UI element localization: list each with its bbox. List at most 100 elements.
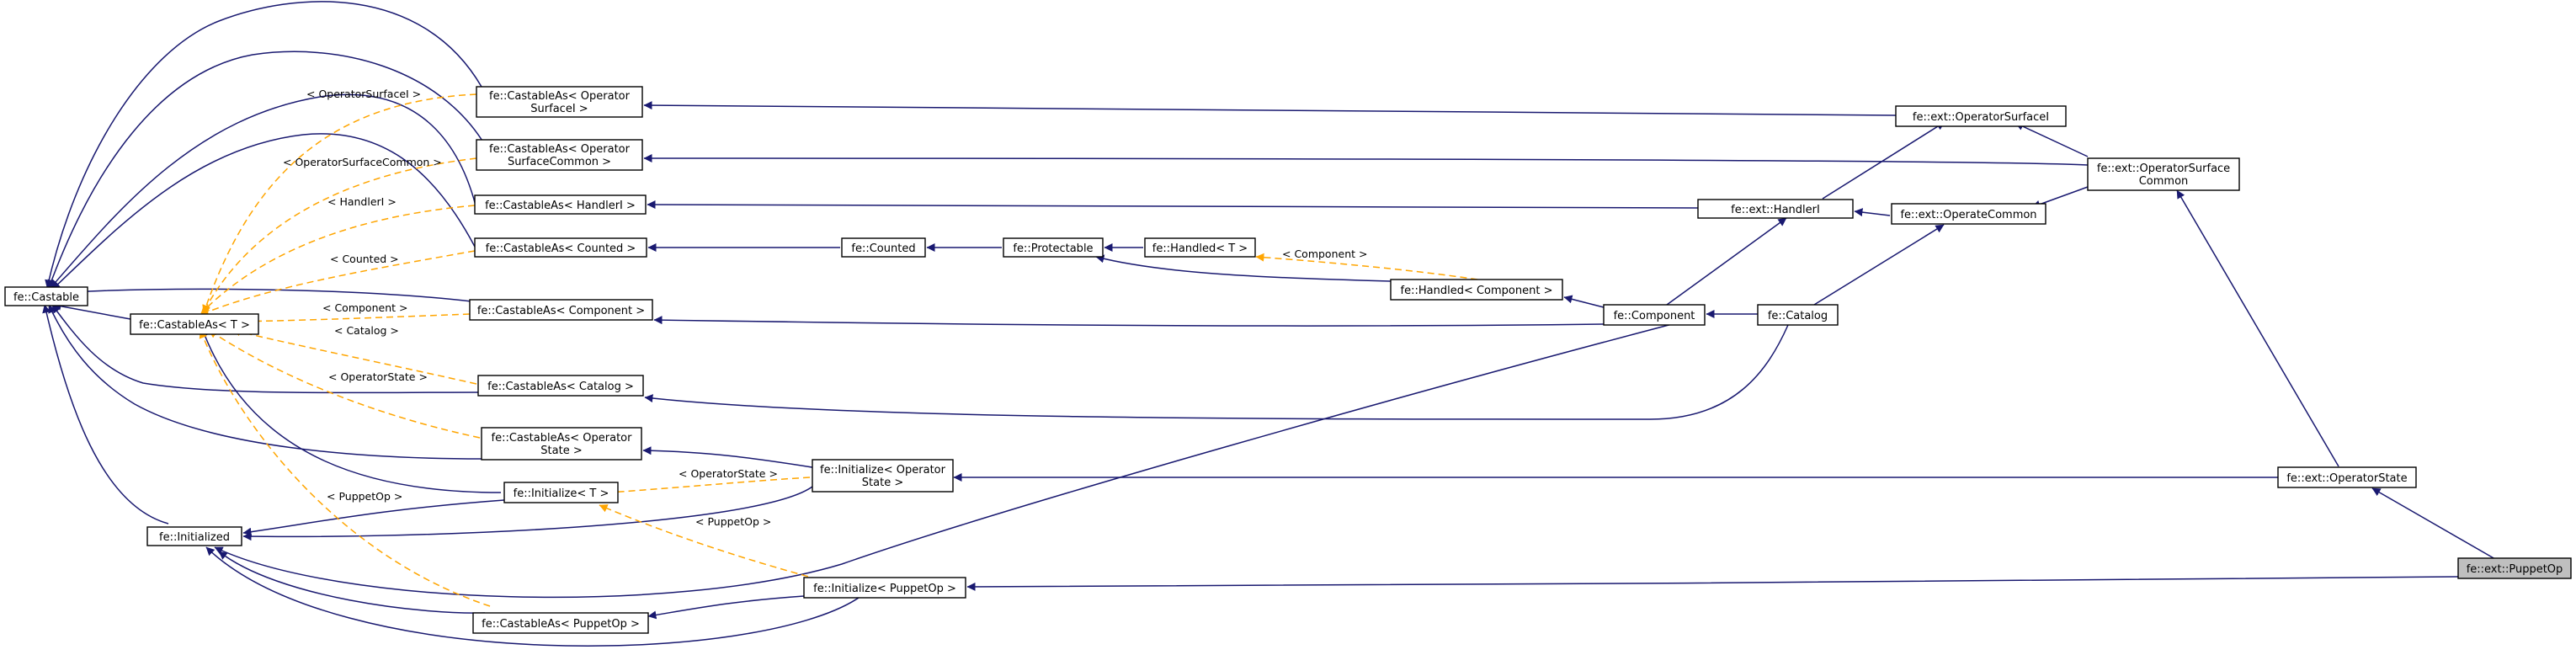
node-castableas-t[interactable]: fe::CastableAs< T > (130, 313, 259, 335)
node-ext-operatorstate[interactable]: fe::ext::OperatorState (2277, 466, 2417, 488)
edge-init-puppetop-to-ca-puppetop (647, 595, 805, 620)
node-component[interactable]: fe::Component (1603, 304, 1706, 326)
node-label-line1: fe::CastableAs< Operator (489, 143, 631, 156)
edge-init-t-to-castableas-t (200, 328, 502, 493)
edge-handled-component-from-handled-t (1255, 253, 1489, 282)
edge-ca-handleri-from-castableas-t (200, 205, 476, 314)
edge-init-opstate-to-ca-opstate (642, 446, 813, 468)
edge-handleri-to-ca-handleri (647, 200, 1699, 210)
edge-opstate-to-opsurfacecommon (2176, 189, 2339, 467)
edge-ca-opsurfacecommon-from-castableas-t (202, 157, 477, 314)
node-label-line1: fe::CastableAs< Operator (489, 90, 631, 103)
node-castableas-component[interactable]: fe::CastableAs< Component > (469, 299, 653, 321)
node-castableas-catalog[interactable]: fe::CastableAs< Catalog > (477, 375, 644, 397)
edge-component-to-handleri (1666, 217, 1787, 306)
node-label: fe::Castable (13, 291, 79, 304)
node-protectable[interactable]: fe::Protectable (1003, 237, 1104, 258)
edge-ca-opsurfacei-from-castableas-t (202, 93, 477, 314)
edge-puppetop-to-init-puppetop (966, 576, 2459, 591)
node-label: fe::ext::OperatorSurfaceI (1913, 111, 2049, 124)
edge-label-puppetop-init: < PuppetOp > (695, 515, 771, 528)
node-castableas-operatorsurfacecommon[interactable]: fe::CastableAs< Operator SurfaceCommon > (476, 139, 643, 171)
node-label: fe::CastableAs< Catalog > (487, 381, 634, 393)
node-label: fe::Initialized (159, 531, 230, 544)
node-castableas-handleri[interactable]: fe::CastableAs< HandlerI > (474, 194, 647, 215)
edge-ca-opstate-to-castable (48, 304, 482, 460)
edge-operatecommon-to-handleri (1854, 208, 1891, 217)
node-castableas-puppetop[interactable]: fe::CastableAs< PuppetOp > (472, 612, 649, 634)
edge-component-to-handled-component (1563, 295, 1605, 308)
node-initialize-t[interactable]: fe::Initialize< T > (503, 482, 619, 503)
node-label: fe::CastableAs< PuppetOp > (482, 618, 640, 631)
node-ext-operatecommon[interactable]: fe::ext::OperateCommon (1891, 203, 2046, 225)
edge-label-opstate-ca: < OperatorState > (328, 370, 428, 383)
edge-ca-catalog-from-castableas-t (232, 328, 477, 385)
edge-label-puppetop-ca: < PuppetOp > (327, 490, 402, 503)
edge-ca-opstate-from-castableas-t (208, 329, 481, 439)
node-label: fe::Counted (851, 242, 915, 255)
node-ext-operatorsurfacecommon[interactable]: fe::ext::OperatorSurface Common (2087, 157, 2240, 191)
node-castableas-operatorstate[interactable]: fe::CastableAs< Operator State > (481, 427, 642, 461)
node-label: fe::Catalog (1768, 310, 1828, 322)
edge-init-puppetop-to-initialized (205, 546, 860, 647)
node-initialize-puppetop[interactable]: fe::Initialize< PuppetOp > (803, 577, 966, 599)
node-label: fe::ext::OperateCommon (1900, 209, 2036, 221)
edge-opsurfacecommon-to-opsurfacei (2014, 122, 2089, 157)
node-label: fe::CastableAs< Component > (477, 305, 645, 317)
node-handled-component[interactable]: fe::Handled< Component > (1390, 279, 1563, 301)
edge-opsurfacei-to-ca-opsurfacei (643, 101, 1897, 116)
node-label: fe::CastableAs< Counted > (486, 242, 636, 255)
node-label-line2: State > (540, 445, 582, 457)
edge-component-to-initialized (214, 322, 1676, 599)
edge-label-handleri: < HandlerI > (327, 195, 397, 208)
node-castableas-operatorsurfacei[interactable]: fe::CastableAs< Operator SurfaceI > (476, 86, 643, 118)
node-label: fe::CastableAs< HandlerI > (485, 200, 636, 212)
node-label-line2: SurfaceCommon > (508, 156, 611, 168)
edge-label-opsurfacei: < OperatorSurfaceI > (306, 88, 421, 100)
edge-ca-handleri-to-castable (50, 93, 476, 289)
node-label-line2: Common (2139, 175, 2189, 188)
node-label-line2: State > (862, 477, 903, 489)
node-label: fe::ext::OperatorState (2286, 472, 2407, 485)
edge-component-to-ca-component (653, 316, 1605, 327)
edge-ca-component-to-castable (55, 288, 472, 302)
node-label-line1: fe::ext::OperatorSurface (2097, 162, 2230, 175)
node-counted[interactable]: fe::Counted (841, 237, 926, 258)
node-initialized[interactable]: fe::Initialized (146, 526, 242, 546)
edge-ca-puppetop-to-initialized (218, 551, 486, 614)
node-castableas-counted[interactable]: fe::CastableAs< Counted > (474, 237, 647, 258)
node-label: fe::Initialize< T > (514, 487, 609, 500)
edge-ca-opsurfacei-to-castable (45, 1, 482, 289)
node-label: fe::Initialize< PuppetOp > (813, 583, 956, 595)
node-label: fe::ext::PuppetOp (2467, 563, 2563, 576)
node-initialize-operatorstate[interactable]: fe::Initialize< Operator State > (812, 459, 954, 493)
node-label: fe::CastableAs< T > (139, 319, 250, 332)
edge-label-component: < Component > (322, 301, 407, 314)
edge-handled-component-to-protectable (1095, 254, 1392, 282)
edge-label-counted: < Counted > (330, 253, 399, 265)
node-castable[interactable]: fe::Castable (4, 286, 88, 306)
edge-handleri-to-opsurfacei (1822, 121, 1945, 200)
node-ext-puppetop[interactable]: fe::ext::PuppetOp (2457, 557, 2572, 579)
node-catalog[interactable]: fe::Catalog (1757, 304, 1839, 326)
node-label: fe::Handled< T > (1152, 242, 1248, 255)
edge-castableas-t-to-castable (52, 301, 131, 320)
node-handled-t[interactable]: fe::Handled< T > (1144, 237, 1256, 258)
node-ext-handleri[interactable]: fe::ext::HandlerI (1697, 199, 1854, 219)
edge-ca-catalog-to-castable (51, 304, 479, 394)
node-label-line2: SurfaceI > (530, 103, 588, 115)
edge-init-opstate-to-initialized (242, 486, 813, 541)
node-label: fe::ext::HandlerI (1731, 204, 1820, 216)
node-ext-operatorsurfacei[interactable]: fe::ext::OperatorSurfaceI (1895, 105, 2067, 127)
node-label: fe::Component (1614, 310, 1695, 322)
edge-catalog-to-ca-catalog (644, 324, 1789, 420)
edge-initialized-to-castable (42, 304, 169, 525)
edge-label-opsurfacecommon: < OperatorSurfaceCommon > (283, 156, 442, 168)
edge-init-t-to-initialized (242, 499, 505, 536)
edge-ca-opsurfacecommon-to-castable (47, 51, 486, 289)
node-label: fe::Handled< Component > (1401, 285, 1553, 297)
edge-ca-counted-to-castable (51, 133, 476, 290)
edge-opsurfacecommon-to-ca-opsurfacecommon (643, 154, 2089, 166)
edge-label-opstate-init: < OperatorState > (679, 467, 778, 480)
